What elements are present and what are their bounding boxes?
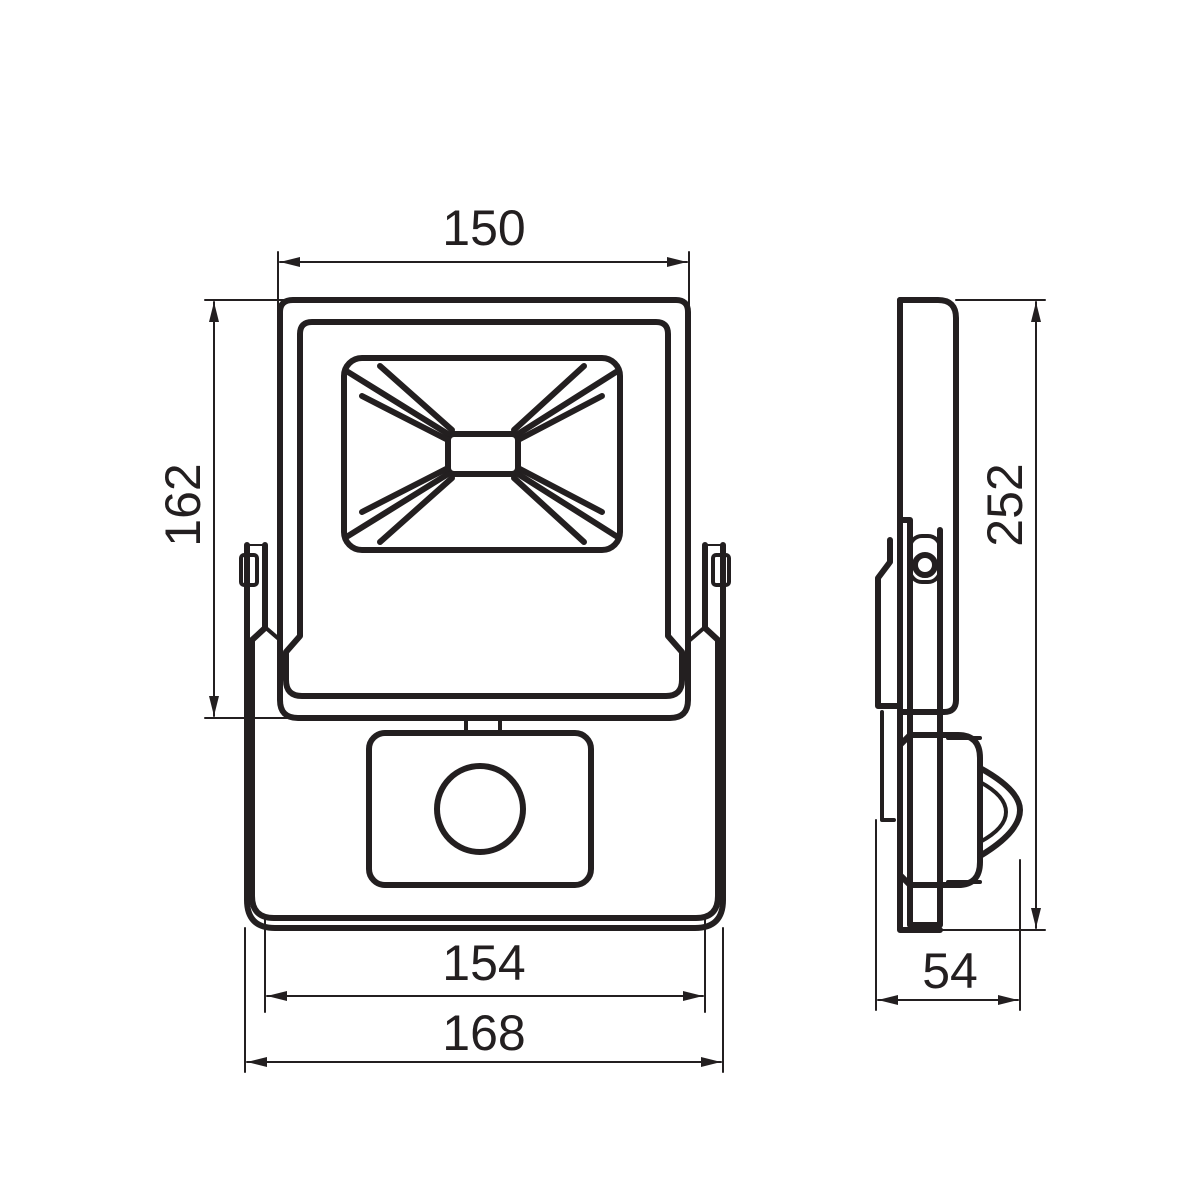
dim-label-252: 252 [977,463,1033,546]
motion-sensor [366,730,594,888]
dimension-side-height: 252 [939,299,1046,931]
side-sensor [897,732,1023,888]
dimension-bracket-outer: 168 [244,927,724,1073]
dim-label-54: 54 [922,943,978,999]
side-view [875,297,1023,933]
dim-label-162: 162 [155,463,211,546]
right-bracket-bolt [711,553,731,587]
side-housing [897,297,959,933]
reflector-window [341,355,623,553]
dimension-bracket-inner: 154 [264,917,706,1013]
dimension-front-height: 162 [155,299,291,719]
dim-label-168: 168 [442,1005,525,1061]
side-bracket [875,534,942,822]
dimension-top-width: 150 [277,200,690,317]
dimension-depth: 54 [875,819,1021,1011]
lamp-housing [277,297,691,721]
mounting-bracket [244,542,726,931]
dim-label-150: 150 [442,200,525,256]
left-bracket-bolt [239,553,259,587]
front-view [239,297,731,931]
dim-label-154: 154 [442,935,525,991]
